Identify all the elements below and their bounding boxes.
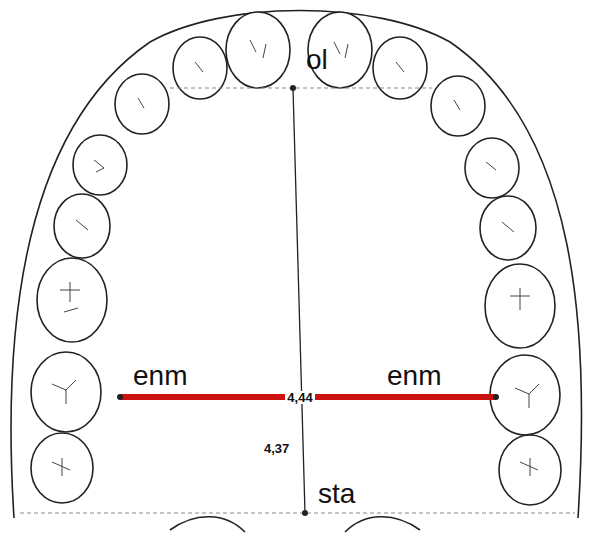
dimension-value: 4,37 <box>262 442 291 455</box>
enm-point <box>493 394 499 400</box>
sta-point <box>302 510 308 516</box>
point-label: enm <box>133 362 187 390</box>
palate-arc <box>170 517 245 532</box>
dimension-value: 4,44 <box>285 391 314 404</box>
point-label: sta <box>318 480 355 508</box>
teeth <box>31 12 561 505</box>
point-label: enm <box>387 362 441 390</box>
tooth-fissures <box>52 40 539 476</box>
arch-outline <box>11 11 582 519</box>
point-label: ol <box>306 46 328 74</box>
ol-point <box>290 85 296 91</box>
arch-depth-line <box>293 88 305 513</box>
enm-point <box>117 394 123 400</box>
incisal-reference-line <box>170 88 432 89</box>
posterior-reference-line <box>20 513 575 514</box>
palate-arc <box>345 517 420 532</box>
